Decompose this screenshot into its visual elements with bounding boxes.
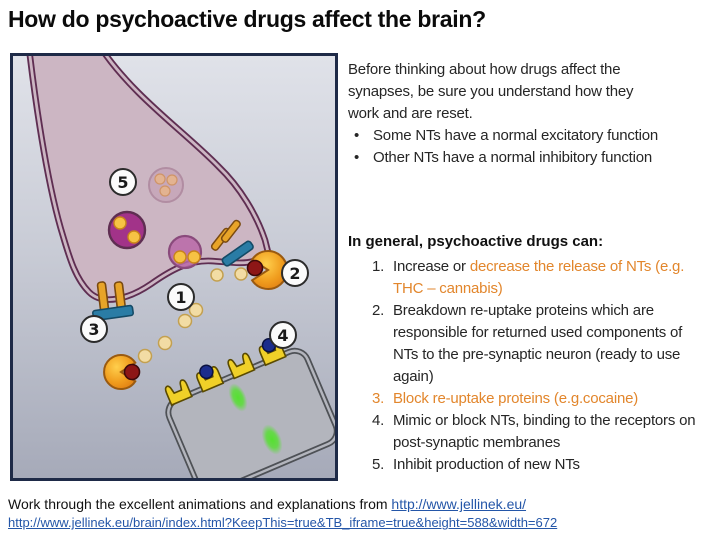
signal-glow (228, 383, 248, 412)
item-text-highlight: decrease the release of NTs (e.g. THC – … (393, 258, 685, 298)
badge-1: 1 (167, 283, 195, 311)
item-number: 1. (372, 258, 385, 275)
svg-text:4: 4 (277, 326, 288, 345)
item-text: Mimic or block NTs, binding to the recep… (393, 412, 696, 452)
synapse-diagram-svg: 5 2 1 3 4 (26, 56, 335, 478)
vesicle-faded (148, 167, 184, 203)
terminal-tip-receptors (210, 219, 254, 267)
intro-bullet: Other NTs have a normal inhibitory funct… (348, 147, 688, 169)
drug-list: 1. Increase or decrease the release of N… (348, 256, 712, 476)
item-number: 3. (372, 390, 385, 408)
badge-3: 3 (80, 315, 108, 343)
svg-text:1: 1 (175, 288, 186, 307)
signal-glow (261, 424, 283, 455)
receptor-icon (227, 352, 256, 380)
item-number: 5. (372, 456, 385, 474)
jellinek-brain-link[interactable]: http://www.jellinek.eu/brain/index.html?… (8, 515, 558, 531)
vesicle-full (107, 210, 147, 250)
footer: Work through the excellent animations an… (8, 494, 557, 533)
svg-text:5: 5 (117, 173, 128, 192)
drug-list-item: 5. Inhibit production of new NTs (372, 454, 712, 476)
synapse-diagram: 5 2 1 3 4 (10, 53, 338, 481)
page-title: How do psychoactive drugs affect the bra… (8, 6, 486, 32)
badge-4: 4 (269, 321, 297, 349)
intro-paragraph: Before thinking about how drugs affect t… (348, 61, 634, 123)
jellinek-link[interactable]: http://www.jellinek.eu/ (391, 496, 527, 512)
neurotransmitter-dots (137, 267, 248, 364)
item-number: 4. (372, 412, 385, 430)
badge-2: 2 (281, 259, 309, 287)
svg-text:2: 2 (289, 264, 300, 283)
postsynaptic-receptors (164, 339, 287, 407)
enzyme-pacman (103, 354, 141, 390)
intro-block: Before thinking about how drugs affect t… (348, 59, 688, 169)
vesicle-fusing (167, 234, 203, 270)
postsynaptic-neuron (164, 337, 335, 478)
footer-text: Work through the excellent animations an… (8, 496, 392, 512)
receptor-icon (196, 366, 225, 393)
intro-bullet: Some NTs have a normal excitatory functi… (348, 125, 688, 147)
degraded-nt-icon (123, 363, 141, 381)
diagram-badges: 5 2 1 3 4 (80, 168, 309, 349)
degraded-nt-icon (246, 259, 264, 277)
item-number: 2. (372, 302, 385, 320)
drug-list-item: 3. Block re-uptake proteins (e.g.cocaine… (372, 388, 712, 410)
drugs-heading: In general, psychoactive drugs can: (348, 233, 604, 250)
item-text-highlight: Block re-uptake proteins (e.g.cocaine) (393, 390, 639, 408)
drug-list-item: 4. Mimic or block NTs, binding to the re… (372, 410, 712, 454)
enzyme-pacman (246, 250, 288, 290)
item-text: Increase or (393, 258, 470, 275)
blocker-bar-icon (221, 240, 254, 267)
svg-text:3: 3 (88, 320, 99, 339)
bound-nt-icon (199, 364, 214, 380)
badge-5: 5 (109, 168, 137, 196)
item-text: Inhibit production of new NTs (393, 456, 580, 474)
drug-list-item: 1. Increase or decrease the release of N… (372, 256, 712, 300)
receptor-icon (164, 379, 193, 407)
item-text: Breakdown re-uptake proteins which are r… (393, 302, 683, 386)
drug-list-item: 2. Breakdown re-uptake proteins which ar… (372, 300, 712, 388)
